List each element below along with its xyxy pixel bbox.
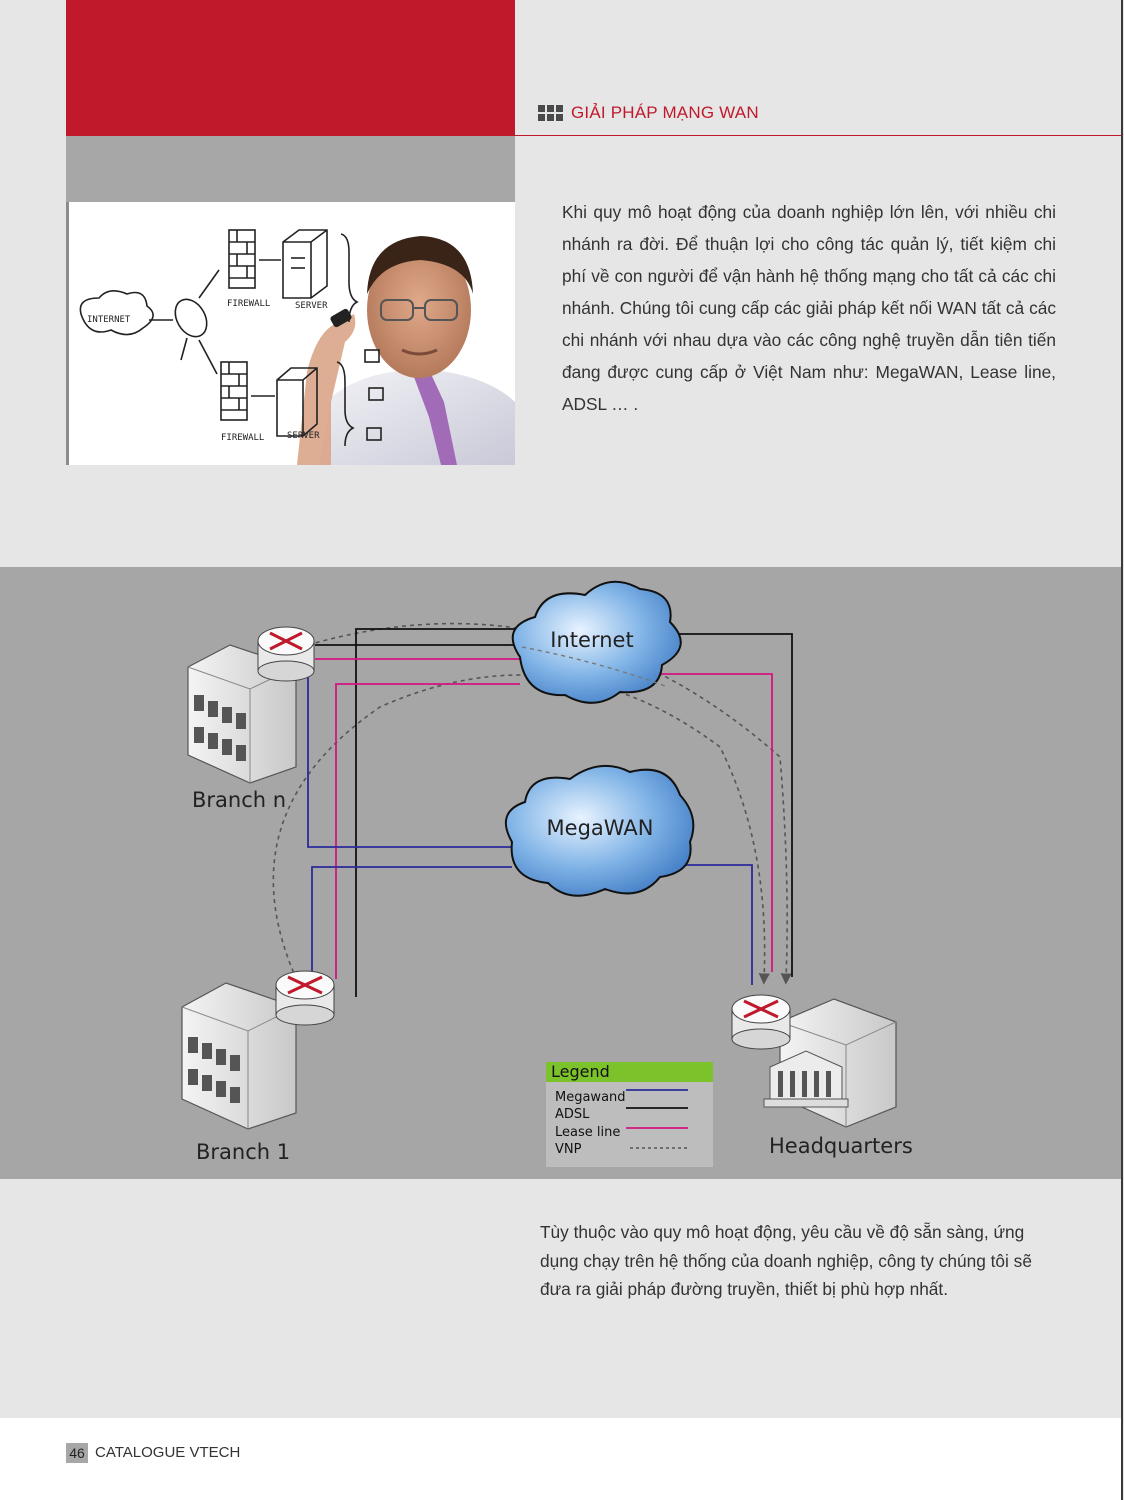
headquarters-building — [763, 998, 897, 1128]
legend: Legend Megawand ADSL Lease line VNP — [546, 1062, 713, 1167]
megawan-label: MegaWAN — [547, 816, 654, 840]
page-number: 46 — [66, 1443, 88, 1463]
adsl-links — [315, 628, 793, 997]
lease-line-links — [315, 658, 773, 979]
gray-header-block — [66, 136, 515, 202]
sketch-label-server-bottom: SERVER — [287, 431, 320, 441]
branch-n-building — [187, 644, 297, 784]
internet-label: Internet — [550, 628, 633, 652]
router-headquarters — [731, 994, 791, 1050]
catalogue-name: CATALOGUE VTECH — [95, 1444, 241, 1461]
red-header-block — [66, 0, 515, 136]
header-rule — [515, 135, 1122, 136]
sketch-label-firewall-top: FIREWALL — [227, 299, 270, 309]
vnp-links — [272, 622, 792, 988]
legend-title: Legend — [551, 1062, 610, 1081]
network-sketch-photo: INTERNET FIREWALL SERVER FIREWALL SERVER — [66, 202, 515, 465]
section-title: GIẢI PHÁP MẠNG WAN — [571, 103, 759, 122]
sketch-label-firewall-bottom: FIREWALL — [221, 433, 264, 443]
headquarters-label: Headquarters — [769, 1134, 913, 1158]
branch-1-label: Branch 1 — [196, 1140, 290, 1164]
grid-icon — [538, 105, 563, 121]
router-branch-1 — [275, 970, 335, 1026]
megawan-cloud: MegaWAN — [504, 764, 695, 897]
intro-paragraph: Khi quy mô hoạt động của doanh nghiệp lớ… — [562, 202, 1056, 414]
sketch-label-server-top: SERVER — [295, 301, 328, 311]
page-edge — [1121, 0, 1123, 1500]
megawan-links — [307, 677, 753, 985]
closing-paragraph: Tùy thuộc vào quy mô hoạt động, yêu cầu … — [540, 1222, 1032, 1299]
footer-band — [0, 1418, 1121, 1500]
wan-diagram: Internet MegaWAN — [0, 567, 1121, 1179]
internet-cloud: Internet — [511, 580, 682, 704]
branch-1-building — [181, 982, 297, 1130]
legend-label-lease-line: Lease line — [555, 1125, 620, 1140]
legend-label-megawand: Megawand — [555, 1090, 626, 1105]
branch-n-label: Branch n — [192, 788, 286, 812]
router-branch-n — [257, 626, 315, 682]
sketch-label-internet: INTERNET — [87, 315, 131, 325]
section-heading: GIẢI PHÁP MẠNG WAN — [538, 103, 759, 123]
legend-label-adsl: ADSL — [555, 1107, 590, 1122]
legend-label-vnp: VNP — [555, 1142, 582, 1157]
